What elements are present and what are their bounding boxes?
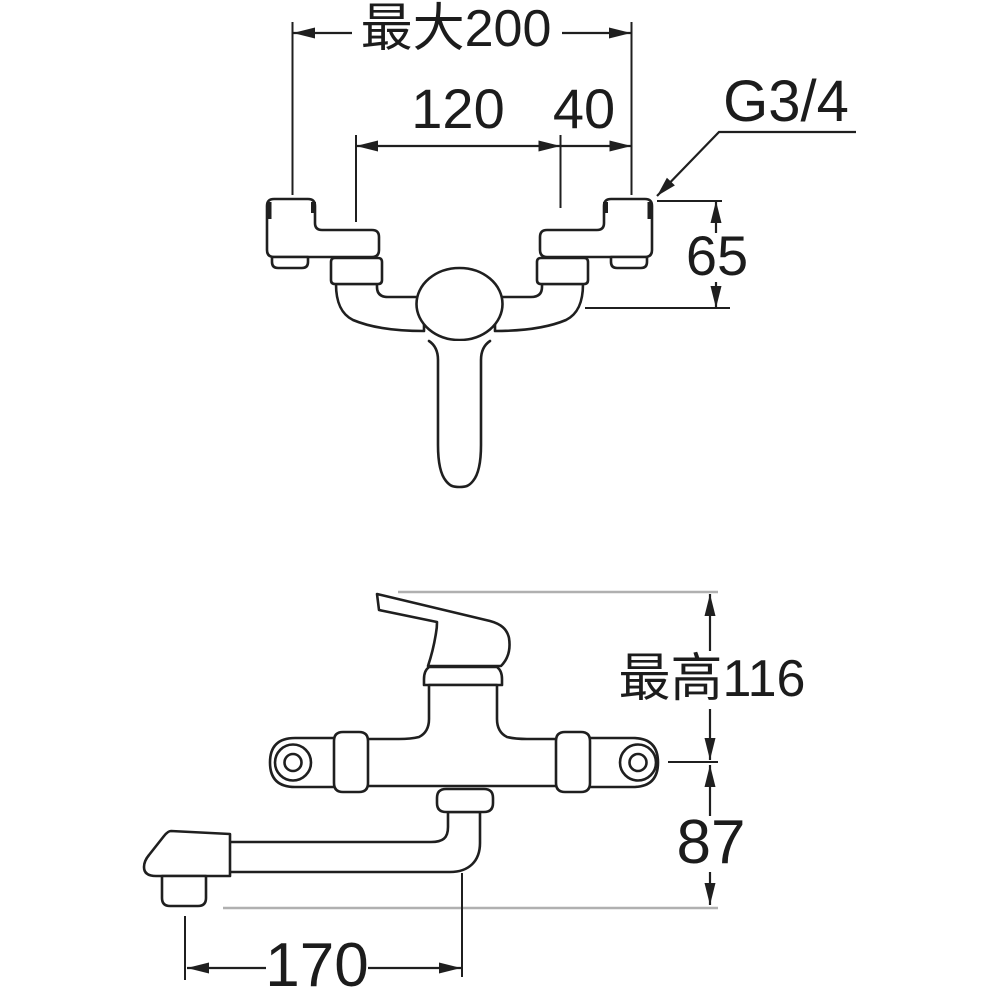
front-left-union-nut [332, 730, 370, 794]
arrowhead [704, 765, 716, 787]
thread-size-label: G3/4 [723, 69, 849, 134]
arrowhead [187, 962, 209, 974]
top-right-union-nut [535, 256, 590, 286]
dim-pipe-pitch-label: 120 [411, 77, 505, 140]
front-spout-head [142, 829, 232, 878]
arrowhead [710, 201, 722, 223]
front-lever-handle [375, 592, 511, 668]
front-cap-ring [422, 665, 504, 687]
front-escutcheon [435, 787, 495, 814]
top-right-wall-leg-tab [609, 255, 649, 270]
dim-leg-height-label: 65 [685, 224, 749, 287]
dim-offset-label: 40 [552, 77, 616, 140]
front-body [364, 683, 562, 788]
top-left-pipe [334, 282, 426, 333]
front-view [142, 592, 660, 908]
front-right-union-nut [554, 730, 592, 794]
arrowhead [609, 140, 632, 152]
top-left-union-nut [329, 256, 384, 286]
front-left-flange-inner-circle [283, 752, 303, 773]
top-view [265, 197, 654, 489]
arrowhead [538, 140, 561, 152]
top-right-wall-leg [538, 197, 654, 259]
front-spout-pipe [223, 810, 482, 874]
arrowhead [657, 177, 675, 196]
dimensions-front-view [184, 590, 718, 980]
top-lever-handle [427, 339, 492, 489]
dim-spout-reach-label: 170 [265, 931, 369, 1000]
arrowhead [356, 140, 378, 152]
front-right-flange-inner-circle [628, 752, 648, 773]
front-aerator [160, 874, 208, 908]
arrowhead [704, 883, 716, 905]
arrowhead [439, 962, 461, 974]
dim-max-height-label: 最高116 [618, 650, 806, 708]
top-left-wall-leg-tab [270, 255, 310, 270]
dim-spout-drop-label: 87 [676, 808, 746, 877]
leader-g34 [656, 130, 856, 197]
top-left-wall-leg [265, 197, 381, 259]
top-right-pipe [493, 282, 585, 333]
dimensions-top-view [291, 22, 856, 309]
arrowhead [710, 286, 722, 308]
arrowhead [293, 27, 315, 39]
arrowhead [704, 738, 716, 760]
dim-max-width-label: 最大200 [360, 0, 552, 58]
arrowhead [609, 27, 631, 39]
top-valve-body [415, 266, 504, 342]
arrowhead [704, 594, 716, 616]
